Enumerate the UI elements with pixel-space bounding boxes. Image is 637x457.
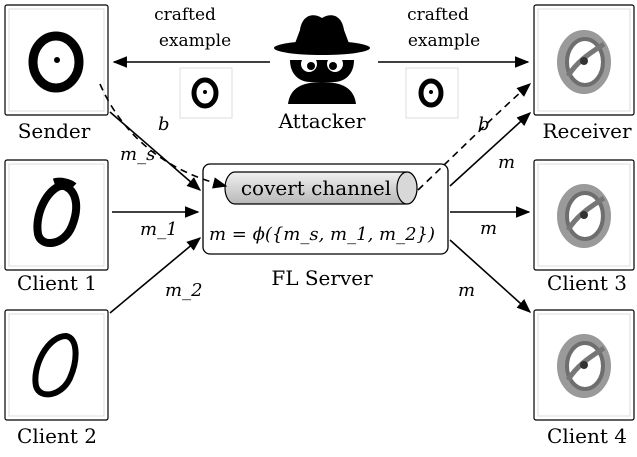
- sender-label: Sender: [18, 119, 91, 143]
- covert-channel-label: covert channel: [241, 176, 391, 200]
- client3-label: Client 3: [547, 271, 627, 295]
- crafted-right-line1: crafted: [407, 5, 469, 25]
- server-label: FL Server: [271, 266, 373, 290]
- edge-label-b-right: b: [478, 114, 490, 135]
- client4-label: Client 4: [547, 424, 627, 448]
- receiver-label: Receiver: [542, 119, 631, 143]
- edge-label-m-receiver: m: [498, 152, 515, 173]
- crafted-example-left-image: [179, 67, 233, 119]
- attacker-spy-icon: [274, 15, 370, 104]
- arrow-server-to-receiver: [449, 112, 532, 187]
- arrow-client2-to-server: [109, 237, 202, 314]
- aggregation-formula: m = ϕ({m_s, m_1, m_2}): [209, 224, 435, 245]
- client3-image-panel: [533, 159, 635, 271]
- crafted-example-right-image: [405, 67, 459, 119]
- edge-label-m-client3: m: [480, 218, 497, 239]
- edge-label-ms: m_s: [120, 144, 155, 165]
- crafted-left-line2: example: [159, 31, 231, 51]
- edge-label-m2: m_2: [165, 280, 203, 301]
- edge-label-m1: m_1: [140, 219, 178, 240]
- fl-server-box: [202, 163, 449, 255]
- client1-image-panel: [4, 159, 109, 271]
- arrow-server-to-client4: [449, 239, 532, 313]
- edge-label-m-client4: m: [458, 280, 475, 301]
- client1-label: Client 1: [17, 271, 97, 295]
- client4-image-panel: [533, 309, 635, 421]
- dashed-sender-to-channel: [99, 83, 228, 189]
- edge-label-b-left: b: [158, 114, 170, 135]
- crafted-right-line2: example: [408, 31, 480, 51]
- attacker-label: Attacker: [278, 109, 366, 133]
- client2-label: Client 2: [17, 424, 97, 448]
- receiver-image-panel: [533, 4, 635, 116]
- client2-image-panel: [4, 309, 109, 421]
- crafted-left-line1: crafted: [154, 5, 216, 25]
- sender-image-panel: [4, 4, 109, 116]
